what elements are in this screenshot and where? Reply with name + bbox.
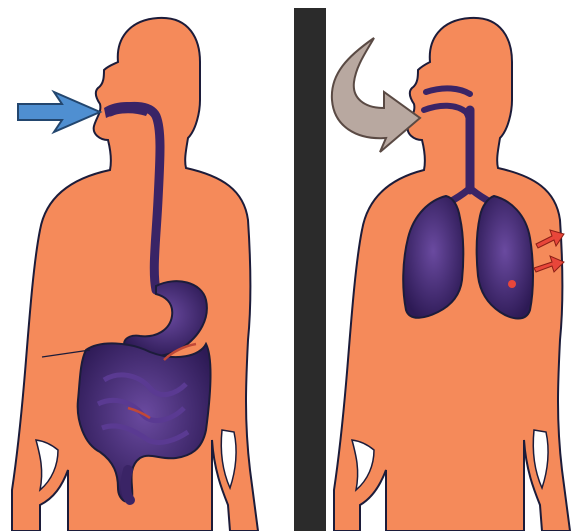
curved-arrow-icon xyxy=(332,38,420,152)
arrow-right-icon xyxy=(18,92,100,132)
panel-divider xyxy=(294,8,326,531)
digestive-panel xyxy=(12,18,258,531)
lung-highlight xyxy=(508,280,516,288)
respiratory-panel xyxy=(332,18,570,531)
rectum xyxy=(126,470,130,500)
